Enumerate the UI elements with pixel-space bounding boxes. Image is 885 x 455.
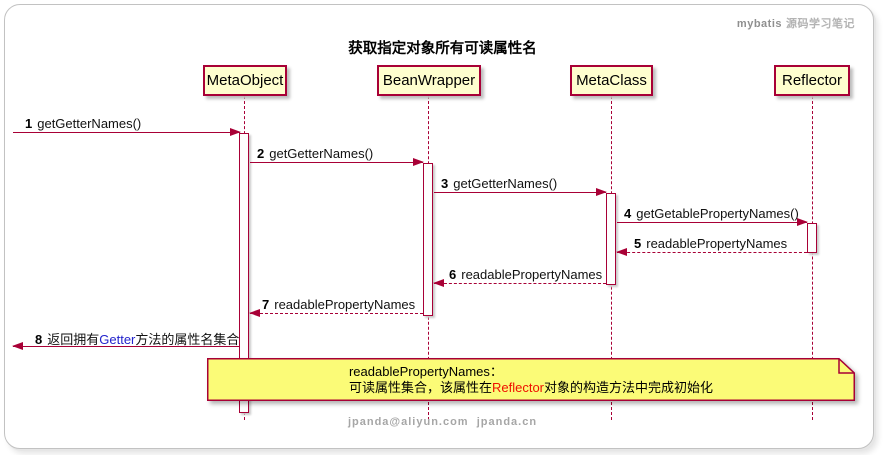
watermark-brand: mybatis — [736, 18, 782, 30]
lifeline-reflector — [812, 96, 813, 420]
note-line-1: readablePropertyNames： — [348, 363, 503, 379]
watermark: mybatis 源码学习笔记 — [737, 15, 855, 31]
arrowhead-icon — [433, 279, 444, 287]
activation-beanwrapper — [423, 163, 433, 316]
note-text: readablePropertyNames： 可读属性集合，该属性在Reflec… — [207, 358, 855, 401]
arrowhead-icon — [413, 158, 424, 166]
participant-label: MetaObject — [206, 72, 284, 89]
participant-metaobject: MetaObject — [203, 65, 287, 96]
arrowhead-icon — [230, 128, 241, 136]
activation-metaclass — [606, 193, 616, 285]
participant-reflector: Reflector — [774, 65, 850, 96]
participant-label: MetaClass — [576, 72, 647, 89]
participant-beanwrapper: BeanWrapper — [377, 65, 481, 96]
activation-metaobject — [239, 133, 249, 413]
note-line-2: 可读属性集合，该属性在Reflector对象的构造方法中完成初始化 — [348, 379, 714, 395]
arrowhead-icon — [249, 309, 260, 317]
arrowhead-icon — [797, 218, 808, 226]
arrowhead-icon — [616, 248, 627, 256]
footer-credit: jpanda@aliyun.com jpanda.cn — [347, 416, 538, 428]
participant-label: BeanWrapper — [382, 72, 476, 89]
participant-metaclass: MetaClass — [570, 65, 653, 96]
arrowhead-icon — [596, 188, 607, 196]
diagram-title: 获取指定对象所有可读属性名 — [348, 41, 537, 57]
note-fold-icon — [838, 358, 855, 374]
note-shape — [207, 358, 855, 401]
reflector-keyword: Reflector — [491, 379, 545, 395]
participant-label: Reflector — [781, 72, 843, 89]
watermark-suffix: 源码学习笔记 — [786, 18, 855, 30]
activation-reflector — [807, 223, 817, 253]
note-readable-property-names: readablePropertyNames： 可读属性集合，该属性在Reflec… — [207, 358, 855, 401]
getter-keyword: Getter — [99, 332, 136, 347]
arrowhead-icon — [12, 342, 23, 350]
